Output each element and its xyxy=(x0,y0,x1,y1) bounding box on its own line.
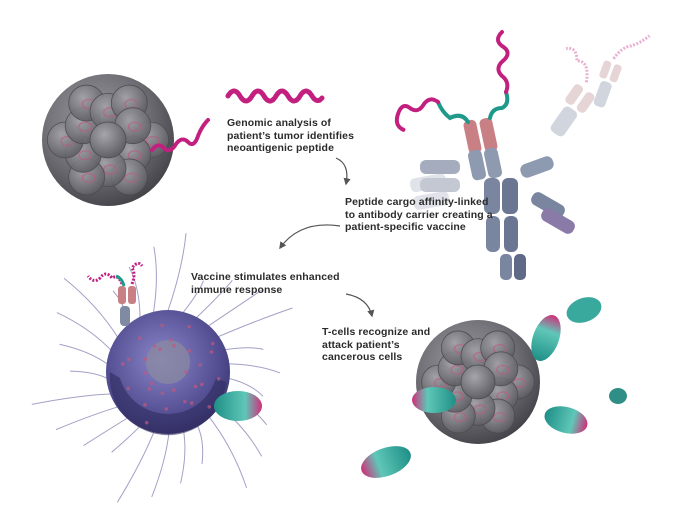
neoantigen-peptide xyxy=(225,88,325,104)
tumor-cell-cluster xyxy=(42,74,210,206)
caption-peptide-cargo: Peptide cargo affinity-linked to antibod… xyxy=(345,196,493,234)
attacking-t-cells xyxy=(361,297,627,478)
caption-line: attack patient’s xyxy=(322,338,400,351)
caption-genomic-analysis: Genomic analysis of patient’s tumor iden… xyxy=(227,117,354,155)
caption-line: patient-specific vaccine xyxy=(345,221,466,233)
caption-line: to antibody carrier creating a xyxy=(345,208,493,221)
caption-line: Vaccine stimulates enhanced xyxy=(191,271,340,283)
arrow-step-3 xyxy=(345,293,375,318)
antibody-vaccine-group xyxy=(394,30,651,280)
caption-t-cell-attack: T-cells recognize and attack patient’s c… xyxy=(322,326,430,364)
tumor-under-attack xyxy=(416,320,540,444)
tumor-peptide-strand xyxy=(150,118,210,153)
arrow-step-2 xyxy=(279,224,341,250)
caption-line: Peptide cargo affinity-linked xyxy=(345,196,489,208)
caption-line: neoantigenic peptide xyxy=(227,142,335,154)
caption-line: T-cells recognize and xyxy=(322,326,431,338)
t-cell xyxy=(214,391,262,421)
dendritic-cell xyxy=(31,233,293,503)
caption-line: cancerous cells xyxy=(322,351,403,363)
caption-immune-response: Vaccine stimulates enhanced immune respo… xyxy=(191,271,340,296)
caption-line: immune response xyxy=(191,283,283,296)
caption-line: patient’s tumor identifies xyxy=(227,129,355,142)
caption-line: Genomic analysis of xyxy=(227,117,332,129)
arrow-step-1 xyxy=(335,157,351,186)
